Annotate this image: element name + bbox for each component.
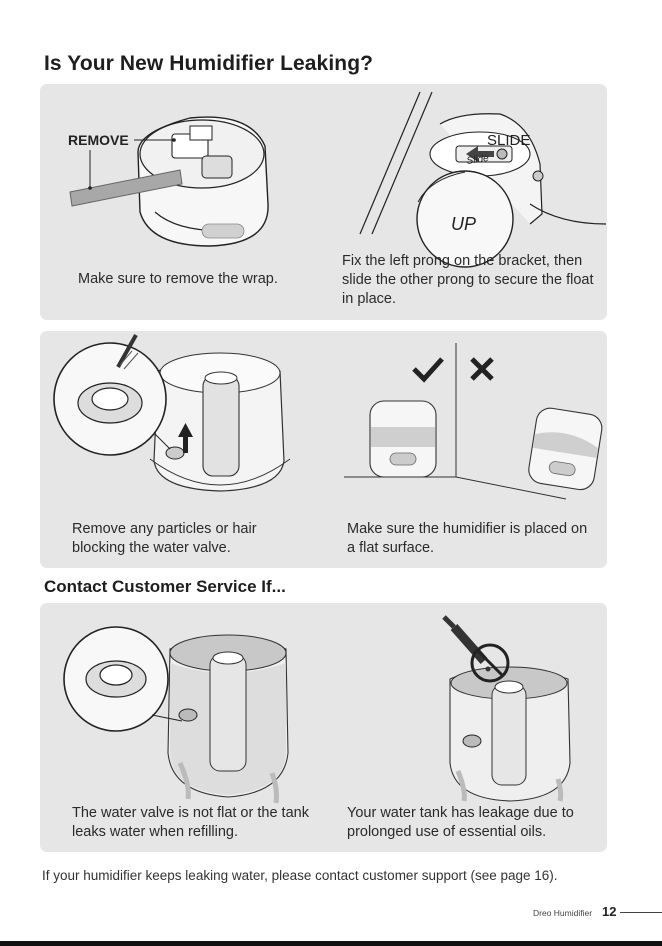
valve-not-flat-case: The water valve is not flat or the tank …	[40, 603, 330, 852]
flat-surface-caption: Make sure the humidifier is placed on a …	[347, 521, 588, 556]
up-label: UP	[451, 214, 476, 234]
humidifier-base-illustration: REMOVE	[68, 116, 269, 247]
cross-icon	[470, 357, 494, 381]
check-icon	[412, 357, 444, 383]
no-oil-icon	[470, 643, 510, 683]
essential-oil-caption: Your water tank has leakage due to prolo…	[347, 805, 574, 840]
panel-contact-service: The water valve is not flat or the tank …	[40, 603, 607, 852]
panel-valve-and-surface: Remove any particles or hair blocking th…	[40, 331, 607, 568]
contact-section-title: Contact Customer Service If...	[44, 577, 286, 596]
flat-surface-step: Make sure the humidifier is placed on a …	[330, 331, 607, 568]
bottom-edge-bar	[0, 941, 662, 946]
clean-valve-caption: Remove any particles or hair blocking th…	[72, 521, 257, 556]
humidifier-valve-illustration	[53, 334, 291, 492]
page-number-rule	[620, 912, 662, 913]
float-bracket-illustration: SLIDE Slide UP	[359, 91, 607, 268]
essential-oil-case: Your water tank has leakage due to prolo…	[330, 603, 607, 852]
page-number: 12	[602, 904, 617, 919]
fix-float-step: SLIDE Slide UP Fix the left prong on the…	[330, 84, 607, 320]
flat-surface-illustration	[344, 343, 603, 500]
remove-callout-label: REMOVE	[68, 132, 129, 148]
fix-float-caption: Fix the left prong on the bracket, then …	[342, 253, 594, 307]
valve-not-flat-caption: The water valve is not flat or the tank …	[72, 805, 309, 840]
support-footnote: If your humidifier keeps leaking water, …	[42, 868, 558, 883]
brand-footer: Dreo Humidifier	[533, 908, 593, 918]
essential-oil-illustration	[442, 615, 571, 802]
remove-wrap-step: REMOVE Make sure to remove the wrap.	[40, 84, 330, 320]
slide-small-label: Slide	[466, 153, 490, 167]
arrow-up-icon	[178, 423, 193, 453]
remove-wrap-caption: Make sure to remove the wrap.	[78, 271, 278, 287]
clean-valve-step: Remove any particles or hair blocking th…	[40, 331, 330, 568]
page-title: Is Your New Humidifier Leaking?	[44, 52, 374, 75]
arrow-left-icon	[466, 146, 494, 162]
leaking-valve-illustration	[63, 626, 289, 804]
panel-wrap-and-float: REMOVE Make sure to remove the wrap. SLI…	[40, 84, 607, 320]
slide-label: SLIDE	[487, 132, 530, 149]
